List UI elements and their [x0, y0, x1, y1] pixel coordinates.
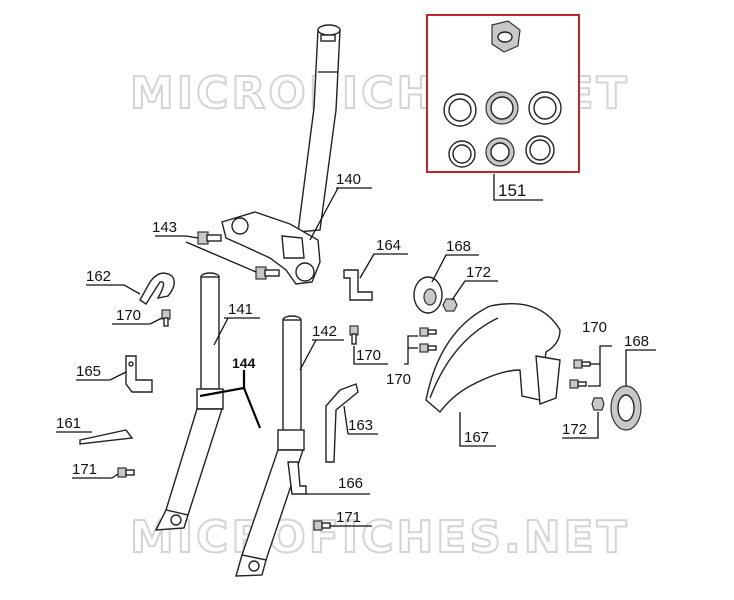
screw-170d-part[interactable] — [569, 359, 591, 389]
callout-171b: 171 — [336, 509, 361, 526]
callout-161: 161 — [56, 415, 81, 432]
reflector-168b-part[interactable] — [610, 385, 642, 431]
bracket-165-part[interactable] — [125, 355, 153, 393]
bearing-kit-box[interactable] — [426, 14, 580, 173]
bracket-164-part[interactable] — [343, 269, 373, 301]
callout-141: 141 — [228, 301, 253, 318]
leader-lines — [56, 174, 656, 527]
callout-163: 163 — [348, 417, 373, 434]
callout-143: 143 — [152, 219, 177, 236]
bolt-143a-part[interactable] — [197, 231, 222, 245]
callout-170c: 170 — [386, 371, 411, 388]
wedge-161-part[interactable] — [79, 429, 134, 445]
callout-140: 140 — [336, 171, 361, 188]
front-fender-part[interactable] — [425, 303, 561, 414]
fork-leg-left-part[interactable] — [154, 272, 224, 531]
fork-leg-right-part[interactable] — [235, 315, 305, 577]
callout-170d: 170 — [582, 319, 607, 336]
callout-151: 151 — [498, 181, 526, 200]
screw-170b-part[interactable] — [349, 325, 359, 345]
callout-162: 162 — [86, 268, 111, 285]
screw-171b-part[interactable] — [313, 520, 331, 531]
nut-172b-part[interactable] — [591, 397, 605, 411]
callout-labels: 140 141 142 143 144 151 161 162 163 164 … — [56, 171, 649, 526]
callout-142: 142 — [312, 323, 337, 340]
callout-168a: 168 — [446, 238, 471, 255]
screw-170a-part[interactable] — [161, 309, 171, 327]
callout-172a: 172 — [466, 264, 491, 281]
clip-162-part[interactable] — [139, 272, 175, 305]
callout-171a: 171 — [72, 461, 97, 478]
screw-170c-part[interactable] — [419, 327, 437, 353]
callout-166: 166 — [338, 475, 363, 492]
reflector-168a-part[interactable] — [413, 276, 443, 314]
callout-144: 144 — [232, 355, 256, 371]
callout-165: 165 — [76, 363, 101, 380]
screw-171a-part[interactable] — [117, 467, 135, 478]
bracket-166-part[interactable] — [287, 461, 307, 495]
callout-167: 167 — [464, 429, 489, 446]
callout-172b: 172 — [562, 421, 587, 438]
steering-stem-part[interactable] — [221, 24, 341, 285]
watermark-bottom: MICROFICHES.NET — [130, 512, 630, 563]
callout-164: 164 — [376, 237, 401, 254]
nut-172a-part[interactable] — [442, 298, 458, 312]
callout-168b: 168 — [624, 333, 649, 350]
cable-guide-163-part[interactable] — [325, 383, 359, 463]
bolt-143b-part[interactable] — [255, 266, 280, 280]
callout-170a: 170 — [116, 307, 141, 324]
callout-170b: 170 — [356, 347, 381, 364]
